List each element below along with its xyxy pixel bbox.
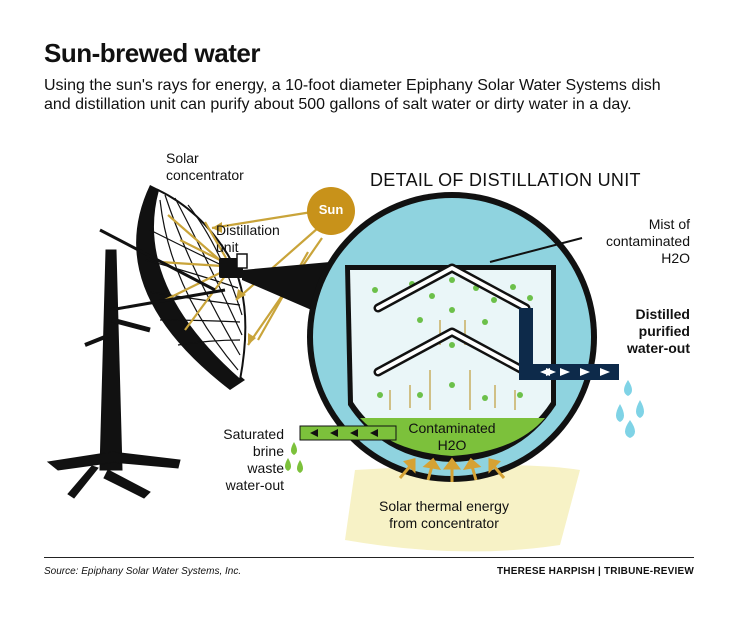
source-credit: Source: Epiphany Solar Water Systems, In… [44,566,242,577]
distillation-unit-small [99,228,330,318]
graphic-title: Sun-brewed water [44,38,260,68]
thermal-glow [345,465,580,552]
mist-label: Mist of contaminated H2O [605,216,690,266]
solar-concentrator-dish [136,185,247,390]
distillation-unit-label: Distillation unit [216,222,280,255]
footer-rule [44,557,694,558]
heat-arrows [398,457,506,482]
mist-leader-line [489,237,583,263]
dish-stand [46,249,181,499]
solar-concentrator-label: Solar concentrator [166,150,244,183]
brine-drops [285,442,303,473]
distilled-water-label: Distilled purified water-out [627,306,690,356]
distilled-water-drops [616,380,644,438]
solar-thermal-label: Solar thermal energy from concentrator [379,498,509,531]
distillation-unit-detail [299,192,619,482]
contaminated-water-label: Contaminated H2O [408,420,496,453]
sun-label: Sun [318,202,344,217]
artist-credit: THERESE HARPISH | TRIBUNE-REVIEW [497,566,694,577]
sun-icon [307,187,355,235]
detail-title: DETAIL OF DISTILLATION UNIT [370,170,641,190]
brine-waste-label: Saturated brine waste water-out [223,426,284,493]
intro-text: Using the sun's rays for energy, a 10-fo… [44,77,661,113]
